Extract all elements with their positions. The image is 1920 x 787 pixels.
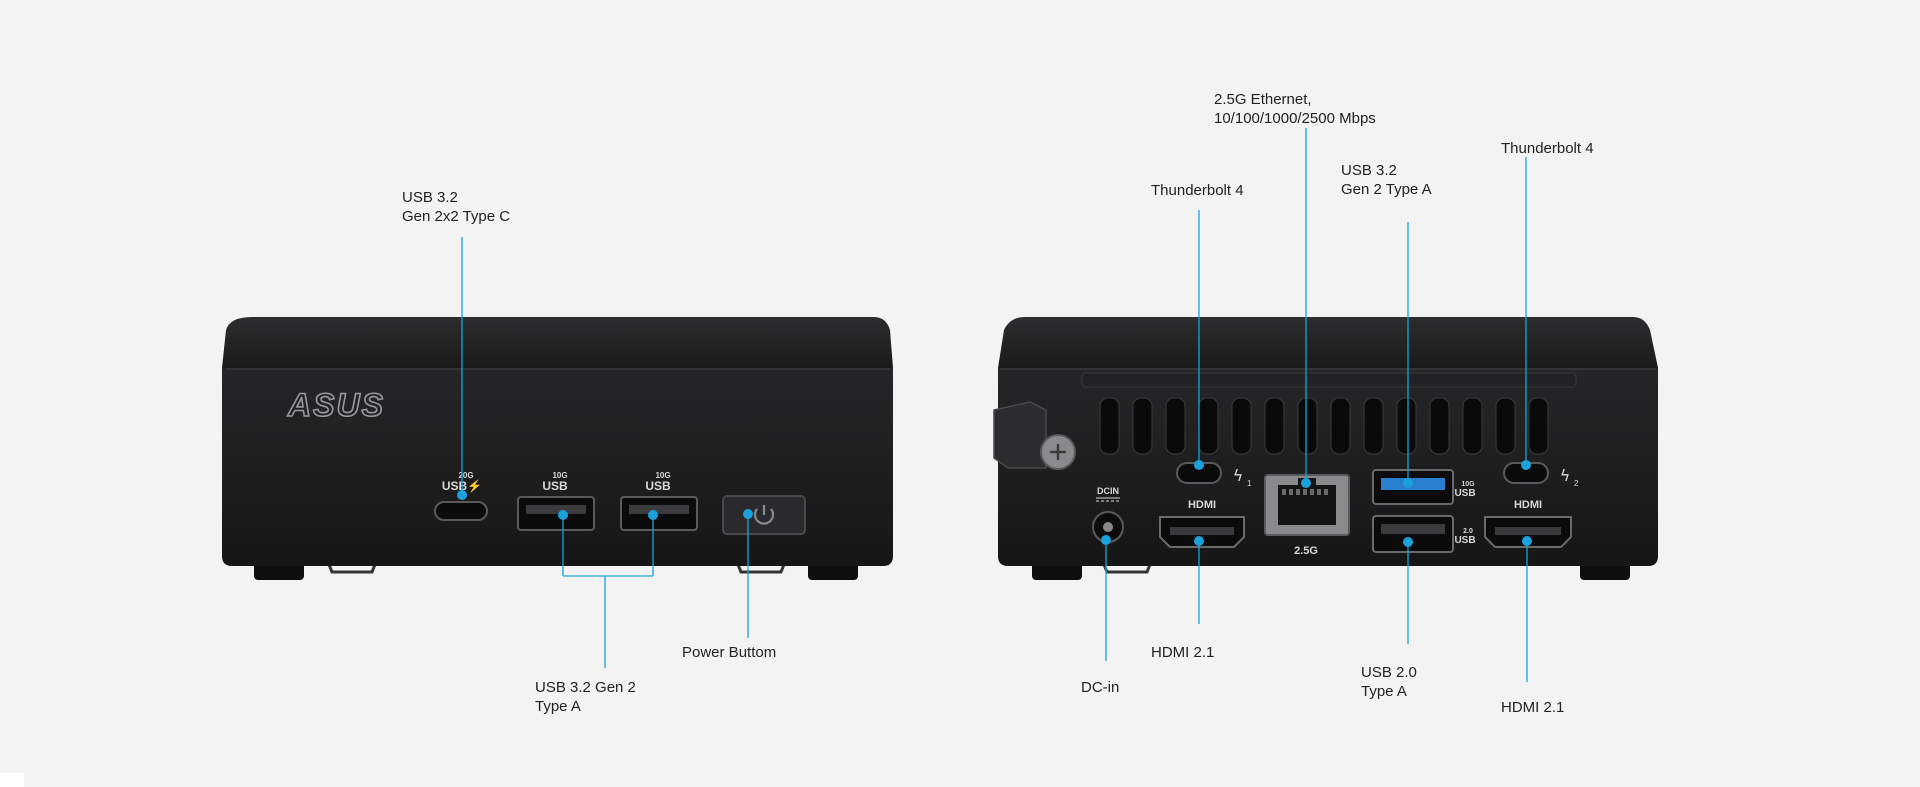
hdmi-left-port-label: HDMI: [1188, 499, 1216, 511]
callout-usb-c-line1: USB 3.2: [402, 189, 458, 206]
front-unit: ASUS 20G USB⚡ 10G USB 10G USB: [222, 317, 893, 580]
callout-power-button-line1: Power Buttom: [682, 644, 777, 661]
ethernet-port-label: 2.5G: [1294, 545, 1318, 557]
callout-hdmi-left: HDMI 2.1: [1151, 643, 1214, 662]
callout-usb-3-2: USB 3.2 Gen 2 Type A: [1341, 161, 1432, 199]
callout-usb-2-0: USB 2.0 Type A: [1361, 663, 1417, 701]
kensington-bracket: [993, 401, 1047, 469]
callout-thunderbolt-right-line1: Thunderbolt 4: [1501, 140, 1594, 157]
callout-hdmi-left-line1: HDMI 2.1: [1151, 644, 1215, 661]
power-icon: [753, 505, 775, 525]
usbc-speed-label: 20G: [458, 471, 473, 480]
callout-usb-c: USB 3.2 Gen 2x2 Type C: [402, 188, 510, 226]
front-callout-dots: [457, 490, 753, 520]
callout-thunderbolt-left-line1: Thunderbolt 4: [1151, 182, 1244, 199]
rear-callout-lines: [1105, 128, 1528, 682]
callout-usb-a-front-line1: USB 3.2 Gen 2: [535, 679, 636, 696]
tb-right-number: 2: [1574, 479, 1579, 488]
callout-ethernet: 2.5G Ethernet, 10/100/1000/2500 Mbps: [1214, 90, 1376, 128]
front-top-surface: [222, 317, 893, 368]
callout-usb-3-2-line1: USB 3.2: [1341, 162, 1397, 179]
callout-ethernet-line2: 10/100/1000/2500 Mbps: [1214, 110, 1376, 127]
usb-a2-port-label: USB: [645, 479, 671, 493]
usb-a1-port-label: USB: [542, 479, 568, 493]
usb-c-port: [434, 501, 488, 521]
usb32-port-label: USB: [1454, 488, 1475, 499]
callout-hdmi-right-line1: HDMI 2.1: [1501, 699, 1565, 716]
usb32-speed-label: 10G: [1461, 481, 1475, 488]
front-callout-lines: [461, 237, 749, 668]
usb20-port-label: USB: [1454, 535, 1475, 546]
usb-a2-speed-label: 10G: [655, 471, 670, 480]
corner-patch: [0, 773, 24, 787]
callout-thunderbolt-left: Thunderbolt 4: [1151, 181, 1244, 200]
vent-slots: [1099, 397, 1549, 455]
callout-ethernet-line1: 2.5G Ethernet,: [1214, 91, 1312, 108]
callout-usb-a-front: USB 3.2 Gen 2 Type A: [535, 678, 636, 716]
rear-callout-dots: [1101, 460, 1532, 547]
callout-usb-2-0-line1: USB 2.0: [1361, 664, 1417, 681]
asus-logo: ASUS: [287, 387, 385, 423]
callout-dc-in-line1: DC-in: [1081, 679, 1120, 696]
usb20-speed-label: 2.0: [1463, 528, 1473, 535]
callout-usb-a-front-line2: Type A: [535, 698, 581, 715]
hdmi-right-port-label: HDMI: [1514, 499, 1542, 511]
rear-unit: DCIN ϟ 1 HDMI 2.5G 10G USB 2.0: [993, 317, 1658, 580]
dcin-port-label: DCIN: [1097, 486, 1119, 496]
tb-left-number: 1: [1247, 479, 1252, 488]
tb-left-icon: ϟ: [1233, 466, 1244, 485]
callout-power-button: Power Buttom: [682, 643, 776, 662]
callout-thunderbolt-right: Thunderbolt 4: [1501, 139, 1594, 158]
rear-top-surface: [998, 317, 1658, 368]
usb-a1-speed-label: 10G: [552, 471, 567, 480]
tb-right-icon: ϟ: [1560, 466, 1571, 485]
callout-usb-c-line2: Gen 2x2 Type C: [402, 208, 511, 225]
callout-usb-3-2-line2: Gen 2 Type A: [1341, 181, 1432, 198]
callout-usb-2-0-line2: Type A: [1361, 683, 1407, 700]
callout-dc-in: DC-in: [1081, 678, 1119, 697]
callout-hdmi-right: HDMI 2.1: [1501, 698, 1564, 717]
